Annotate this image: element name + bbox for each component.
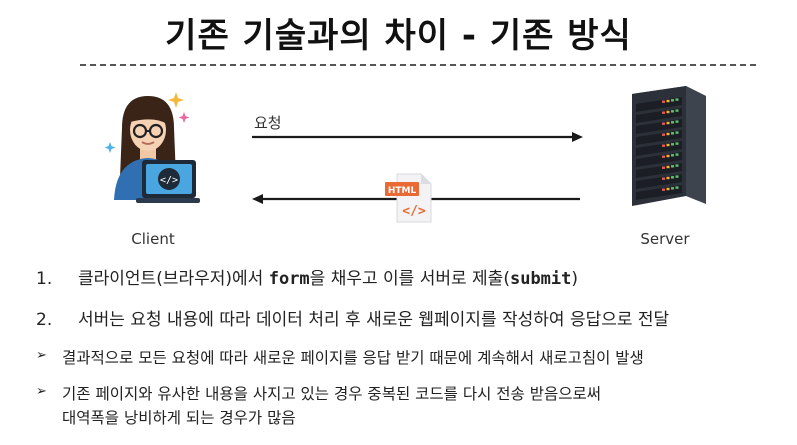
bullet-text: 결과적으로 모든 요청에 따라 새로운 페이지를 응답 받기 때문에 계속해서 … bbox=[62, 349, 644, 367]
server-led bbox=[675, 164, 679, 167]
server-led bbox=[671, 132, 674, 135]
server-led bbox=[675, 131, 679, 134]
server-led bbox=[666, 121, 670, 125]
server-rack-row bbox=[636, 152, 682, 167]
bullet-line: 기존 페이지와 유사한 내용을 사지고 있는 경우 중복된 코드를 다시 전송 … bbox=[62, 385, 602, 403]
arrow-bullet-icon: ➢ bbox=[36, 384, 47, 399]
server-led bbox=[675, 153, 679, 156]
html-file-icon: HTML </> bbox=[385, 173, 432, 223]
server-rack-row bbox=[636, 97, 682, 112]
text-part: 클라이언트(브라우저)에서 bbox=[78, 269, 269, 289]
server-led bbox=[662, 177, 665, 180]
server-led bbox=[666, 176, 670, 180]
explanation-list: 1. 클라이언트(브라우저)에서 form을 채우고 이를 서버로 제출(sub… bbox=[36, 264, 776, 442]
list-number: 2. bbox=[36, 310, 53, 330]
server-led bbox=[671, 187, 674, 190]
server-rack-row bbox=[636, 119, 682, 134]
server-led bbox=[662, 122, 665, 125]
server-led bbox=[666, 99, 670, 103]
server-led bbox=[675, 109, 679, 112]
request-label: 요청 bbox=[254, 114, 282, 132]
title-divider bbox=[80, 64, 756, 66]
bullet-line: 대역폭을 낭비하게 되는 경우가 많음 bbox=[62, 409, 296, 427]
list-item: 1. 클라이언트(브라우저)에서 form을 채우고 이를 서버로 제출(sub… bbox=[36, 264, 776, 289]
list-text: 클라이언트(브라우저)에서 form을 채우고 이를 서버로 제출(submit… bbox=[78, 264, 578, 289]
server-rack-row bbox=[636, 174, 682, 189]
server-led bbox=[662, 100, 665, 103]
bullet-item: ➢ 기존 페이지와 유사한 내용을 사지고 있는 경우 중복된 코드를 다시 전… bbox=[36, 382, 776, 430]
server-rack-row bbox=[636, 130, 682, 145]
server-led bbox=[671, 154, 674, 157]
request-arrow bbox=[252, 132, 583, 142]
server-led bbox=[675, 120, 679, 123]
server-led bbox=[675, 175, 679, 178]
server-led bbox=[666, 165, 670, 169]
server-led bbox=[662, 133, 665, 136]
server-led bbox=[671, 165, 674, 168]
server-led bbox=[675, 142, 679, 145]
server-led bbox=[671, 143, 674, 146]
list-text: 서버는 요청 내용에 따라 데이터 처리 후 새로운 웹페이지를 작성하여 응답… bbox=[78, 310, 670, 330]
server-led bbox=[662, 111, 665, 114]
server-led bbox=[662, 155, 665, 158]
html-badge-text: HTML bbox=[388, 186, 417, 196]
text-part: ) bbox=[571, 269, 579, 289]
arrow-bullet-icon: ➢ bbox=[36, 348, 47, 363]
bullet-text: 기존 페이지와 유사한 내용을 사지고 있는 경우 중복된 코드를 다시 전송 … bbox=[62, 382, 601, 430]
text-part: 을 채우고 이를 서버로 제출( bbox=[309, 269, 510, 289]
server-led bbox=[675, 186, 679, 189]
server-rack-row bbox=[636, 185, 682, 200]
client-illustration: </> bbox=[104, 92, 200, 203]
page-title: 기존 기술과의 차이 - 기존 방식 bbox=[165, 16, 632, 56]
server-label: Server bbox=[640, 230, 690, 248]
server-led bbox=[666, 132, 670, 136]
server-led bbox=[666, 187, 670, 191]
client-label: Client bbox=[131, 230, 175, 248]
server-led bbox=[671, 110, 674, 113]
server-rack-row bbox=[636, 163, 682, 178]
html-code-text: </> bbox=[402, 204, 426, 219]
server-led bbox=[666, 154, 670, 158]
server-led bbox=[662, 188, 665, 191]
server-led bbox=[666, 143, 670, 147]
laptop-code-text: </> bbox=[160, 175, 178, 186]
server-rack-row bbox=[636, 141, 682, 156]
list-item: 2. 서버는 요청 내용에 따라 데이터 처리 후 새로운 웹페이지를 작성하여… bbox=[36, 305, 776, 330]
server-icon bbox=[632, 86, 706, 206]
server-rack-row bbox=[636, 108, 682, 123]
list-number: 1. bbox=[36, 269, 53, 289]
code-submit: submit bbox=[509, 269, 572, 289]
sparkle-icon bbox=[104, 92, 190, 153]
server-led bbox=[662, 166, 665, 169]
bullet-item: ➢ 결과적으로 모든 요청에 따라 새로운 페이지를 응답 받기 때문에 계속해… bbox=[36, 346, 776, 370]
code-form: form bbox=[268, 269, 310, 289]
server-led bbox=[671, 121, 674, 124]
server-led bbox=[671, 99, 674, 102]
server-led bbox=[675, 98, 679, 101]
server-led bbox=[662, 144, 665, 147]
server-led bbox=[666, 110, 670, 114]
server-led bbox=[671, 176, 674, 179]
